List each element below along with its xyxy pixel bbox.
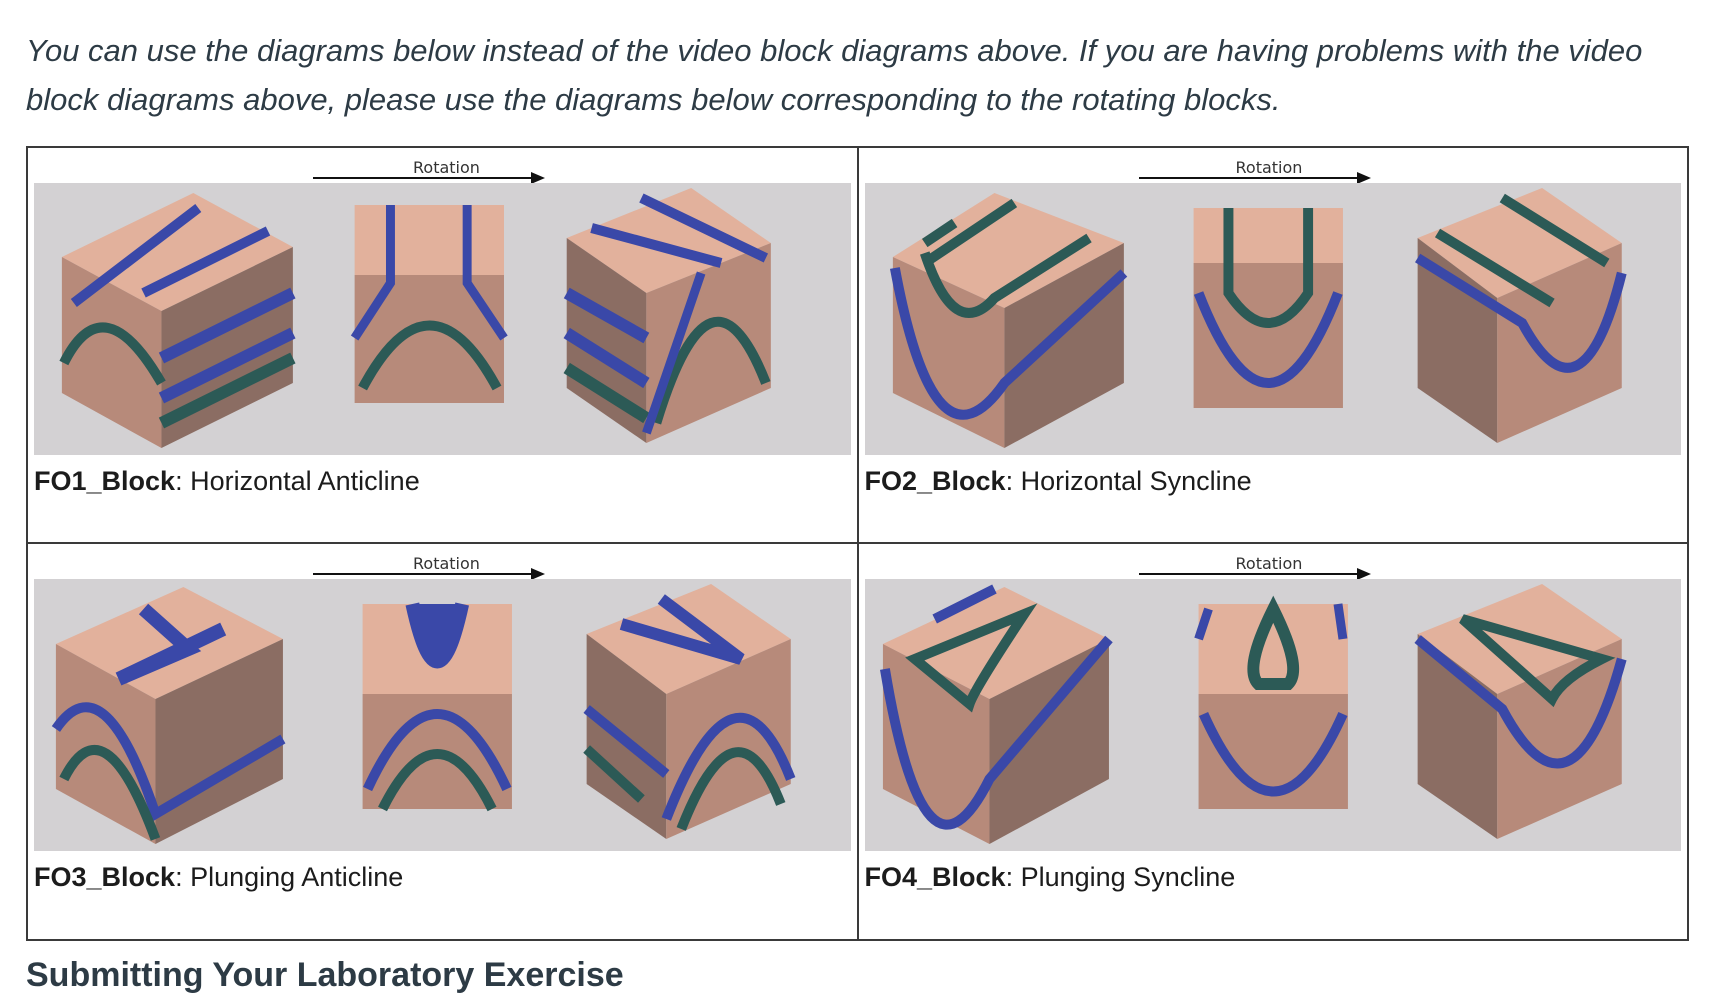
block-diagram-image bbox=[34, 183, 851, 455]
fold-block-illustration bbox=[889, 188, 1627, 448]
block-cell-fo3: Rotation bbox=[26, 542, 859, 941]
rotation-arrow: Rotation bbox=[28, 550, 857, 586]
block-description: Horizontal Anticline bbox=[190, 466, 420, 496]
rotation-label: Rotation bbox=[1235, 554, 1303, 573]
block-diagrams-table: Rotation bbox=[26, 146, 1689, 941]
block-id: FO1_Block bbox=[34, 466, 176, 496]
rotation-arrow: Rotation bbox=[859, 550, 1688, 586]
block-id: FO4_Block bbox=[864, 862, 1006, 892]
rotation-label: Rotation bbox=[413, 554, 480, 573]
intro-paragraph: You can use the diagrams below instead o… bbox=[26, 33, 1643, 117]
block-caption: FO3_Block: Plunging Anticline bbox=[34, 862, 404, 892]
fold-block-illustration bbox=[51, 584, 796, 844]
rotation-label: Rotation bbox=[1235, 158, 1303, 177]
fold-block-illustration bbox=[879, 584, 1627, 844]
block-caption: FO1_Block: Horizontal Anticline bbox=[34, 466, 420, 496]
block-cell-fo2: Rotation bbox=[856, 146, 1689, 544]
arrow-head-icon bbox=[1356, 568, 1371, 580]
next-section-heading: Submitting Your Laboratory Exercise bbox=[26, 956, 624, 994]
block-id: FO2_Block bbox=[864, 466, 1006, 496]
block-description: Plunging Anticline bbox=[190, 862, 404, 892]
block-diagram-image bbox=[864, 579, 1681, 851]
rotation-arrow: Rotation bbox=[859, 154, 1688, 190]
block-caption: FO2_Block: Horizontal Syncline bbox=[864, 466, 1252, 496]
block-cell-fo1: Rotation bbox=[26, 146, 859, 544]
block-id: FO3_Block bbox=[34, 862, 176, 892]
arrow-head-icon bbox=[1356, 172, 1371, 184]
rotation-arrow: Rotation bbox=[28, 154, 857, 190]
block-description: Horizontal Syncline bbox=[1020, 466, 1252, 496]
block-description: Plunging Syncline bbox=[1020, 862, 1236, 892]
block-diagram-image bbox=[34, 579, 851, 851]
fold-block-illustration bbox=[59, 188, 771, 448]
arrow-head-icon bbox=[531, 172, 545, 184]
rotation-label: Rotation bbox=[413, 158, 480, 177]
block-diagram-image bbox=[864, 183, 1681, 455]
block-cell-fo4: Rotation bbox=[856, 542, 1689, 941]
block-caption: FO4_Block: Plunging Syncline bbox=[864, 862, 1236, 892]
arrow-head-icon bbox=[531, 568, 545, 580]
